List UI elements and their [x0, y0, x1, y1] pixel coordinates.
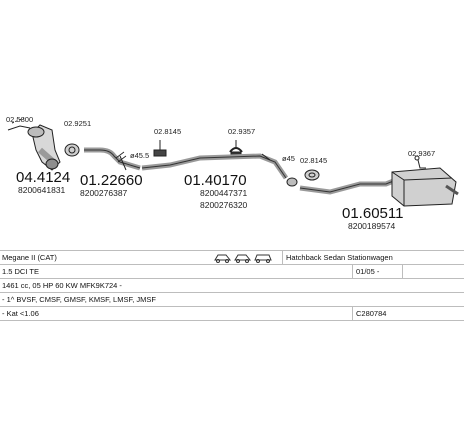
years-cell: 01/05 -: [356, 267, 380, 276]
diameter-label: ø45: [282, 154, 295, 163]
car-body-icons: [214, 254, 272, 263]
rubber-hanger-part: [153, 140, 167, 157]
kat-cell: - Kat <1.06: [2, 309, 39, 318]
gearbox-codes-cell: - 1^ BVSF, CMSF, GMSF, KMSF, LMSF, JMSF: [2, 295, 156, 304]
clamp-part: [229, 140, 243, 156]
part-number-label: 01.22660: [80, 172, 143, 189]
rear-hanger-part: [304, 169, 320, 181]
gasket-part: [64, 143, 80, 157]
engine-cell: 1.5 DCI TE: [2, 267, 39, 276]
oem-ref-label: 8200641831: [18, 185, 66, 195]
rear-silencer-part: [299, 167, 459, 207]
pipe-ring-part: [286, 177, 298, 187]
silencer-hanger-part: [414, 155, 426, 169]
table-row: - Kat <1.06 C280784: [0, 306, 464, 320]
catalytic-converter-part: [7, 117, 61, 171]
table-row: - 1^ BVSF, CMSF, GMSF, KMSF, LMSF, JMSF: [0, 292, 464, 306]
catalog-number-cell: C280784: [356, 309, 387, 318]
model-cell: Megane II (CAT): [2, 253, 57, 262]
oem-ref-label: 8200447371: [200, 188, 248, 198]
middle-pipe-part: [141, 153, 289, 180]
detail-number-label: 02.9357: [228, 127, 256, 136]
table-row: 1.5 DCI TE 01/05 -: [0, 264, 464, 278]
engine-spec-cell: 1461 cc, 05 HP 60 KW MFK9K724 -: [2, 281, 122, 290]
detail-number-label: 02.9251: [64, 119, 92, 128]
exhaust-system-drawing: [7, 117, 459, 207]
part-number-label: 01.40170: [184, 172, 247, 189]
table-row: 1461 cc, 05 HP 60 KW MFK9K724 -: [0, 278, 464, 292]
oem-ref-label: 8200189574: [348, 221, 396, 231]
detail-number-label: 02.5800: [6, 115, 34, 124]
intermediate-pipe-part: [84, 147, 141, 171]
oem-ref-label: 8200276387: [80, 188, 128, 198]
body-types-cell: Hatchback Sedan Stationwagen: [286, 253, 393, 262]
detail-number-label: 02.8145: [154, 127, 182, 136]
detail-number-label: 02.9367: [408, 149, 436, 158]
vehicle-icons: [214, 251, 272, 265]
detail-number-label: 02.8145: [300, 156, 328, 165]
diameter-label: ø45.5: [130, 151, 150, 160]
part-number-label: 04.4124: [16, 169, 71, 186]
oem-ref-label: 8200276320: [200, 200, 248, 210]
table-row: Megane II (CAT) Hatchback Sedan Stationw…: [0, 250, 464, 264]
part-number-label: 01.60511: [342, 205, 404, 222]
